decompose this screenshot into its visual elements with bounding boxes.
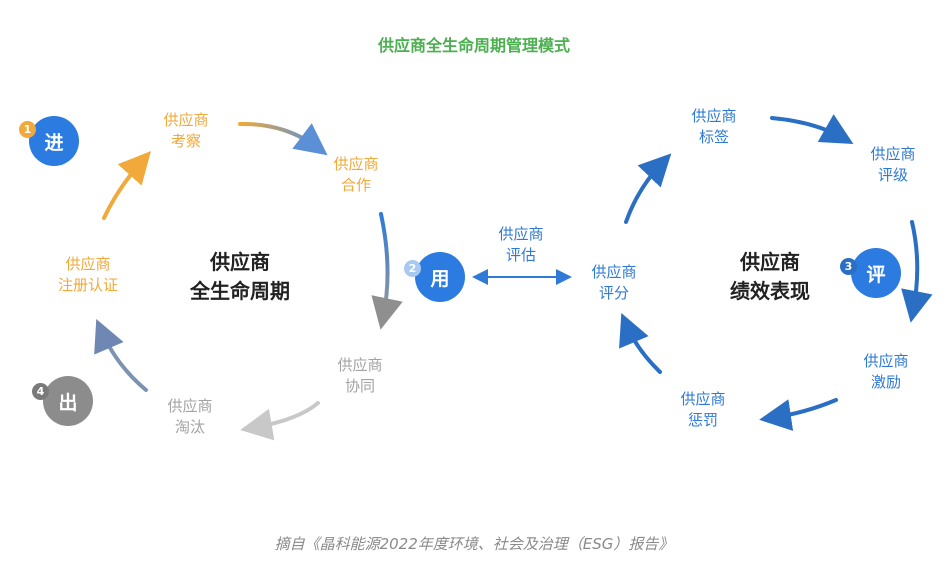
label-penalty: 供应商 惩罚 bbox=[680, 390, 726, 429]
center-performance: 供应商 绩效表现 bbox=[730, 250, 810, 303]
center-lifecycle: 供应商 全生命周期 bbox=[190, 250, 290, 303]
label-inspection: 供应商 考察 bbox=[163, 111, 209, 150]
diagram-title: 供应商全生命周期管理模式 bbox=[377, 36, 570, 55]
label-tagging: 供应商 标签 bbox=[691, 107, 737, 146]
source-caption: 摘自《晶科能源2022年度环境、社会及治理（ESG）报告》 bbox=[274, 535, 674, 553]
arrow-cooperation-to-collaboration bbox=[371, 212, 403, 330]
stage-exit-circle: 出 bbox=[43, 376, 93, 426]
arrow-elimination-to-registration bbox=[94, 318, 148, 392]
stage-2-badge: 2 bbox=[404, 260, 421, 277]
label-elimination: 供应商 淘汰 bbox=[167, 397, 213, 436]
stage-enter-circle: 进 bbox=[29, 116, 79, 166]
arrow-tagging-to-grading bbox=[770, 114, 854, 144]
label-collaboration: 供应商 协同 bbox=[337, 356, 383, 395]
arrow-penalty-to-scoring bbox=[619, 312, 662, 374]
label-evaluation: 供应商 评估 bbox=[498, 225, 544, 264]
stage-1-badge: 1 bbox=[19, 121, 36, 138]
arrow-grading-to-incentive bbox=[901, 220, 933, 323]
stage-evaluate-circle: 评 bbox=[851, 248, 901, 298]
arrow-collaboration-to-elimination bbox=[240, 401, 320, 441]
stage-4-badge: 4 bbox=[32, 383, 49, 400]
stage-3-badge: 3 bbox=[840, 258, 857, 275]
label-cooperation: 供应商 合作 bbox=[333, 155, 379, 194]
arrow-incentive-to-penalty bbox=[759, 398, 838, 431]
stage-use-circle: 用 bbox=[415, 252, 465, 302]
label-scoring: 供应商 评分 bbox=[591, 263, 637, 302]
arrow-inspection-to-cooperation bbox=[238, 121, 328, 156]
arrow-scoring-to-tagging bbox=[624, 153, 672, 224]
label-registration: 供应商 注册认证 bbox=[57, 255, 119, 294]
label-grading: 供应商 评级 bbox=[870, 145, 916, 184]
label-incentive: 供应商 激励 bbox=[863, 352, 909, 391]
arrow-registration-to-inspection bbox=[102, 151, 151, 220]
